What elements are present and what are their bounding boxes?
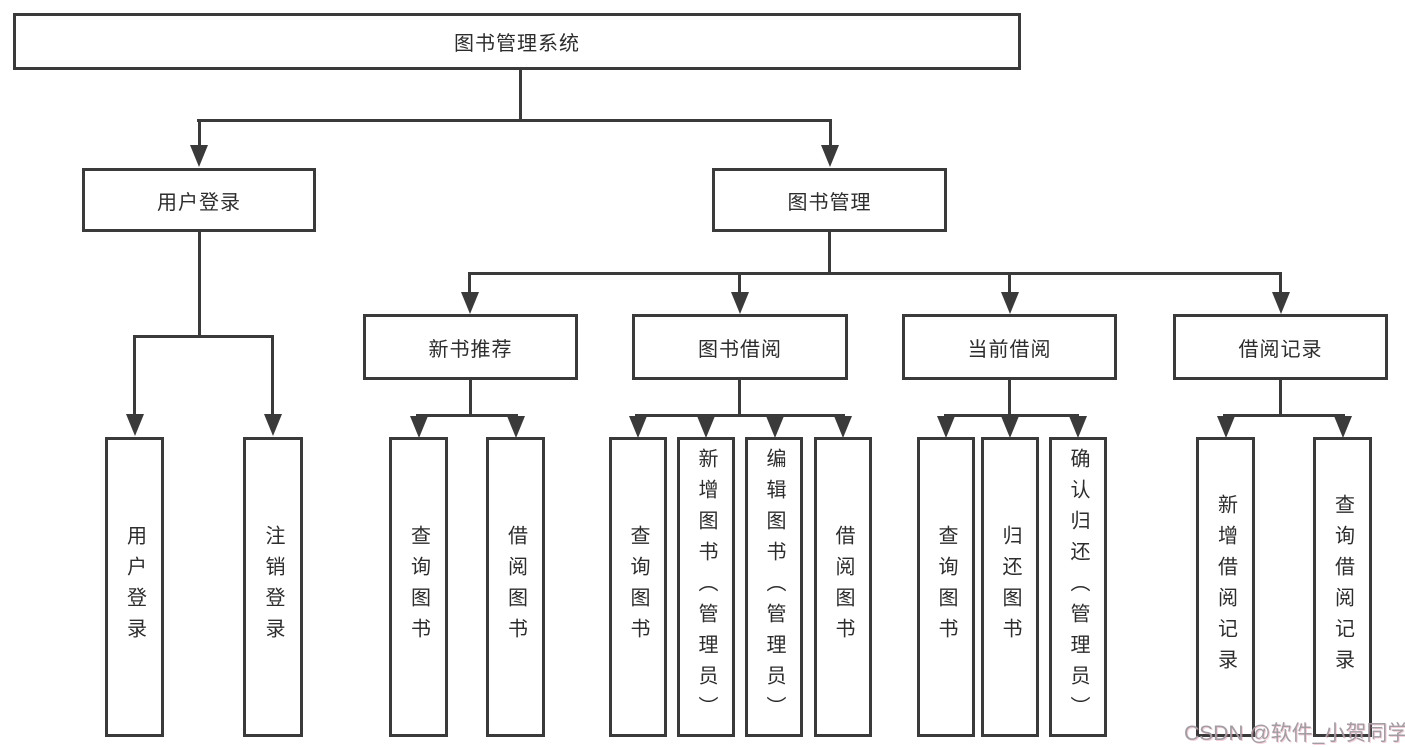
node-book-borrow-label: 图书借阅	[698, 338, 782, 361]
node-borrow-records-label: 借阅记录	[1238, 338, 1323, 361]
connector-line	[133, 335, 274, 338]
arrowhead-down-icon	[507, 416, 525, 438]
connector-line	[944, 414, 1079, 417]
leaf-cb-return-books-label: 归还图书	[999, 525, 1021, 649]
arrowhead-down-icon	[264, 414, 282, 436]
connector-line	[738, 272, 741, 294]
connector-line	[738, 380, 741, 416]
node-current-borrow: 当前借阅	[902, 314, 1117, 380]
leaf-bb-query-books: 查询图书	[609, 437, 667, 737]
leaf-bb-borrow-books-label: 借阅图书	[832, 525, 854, 649]
leaf-nbr-borrow-books: 借阅图书	[486, 437, 545, 737]
csdn-watermark: CSDN @软件_小贺同学	[1184, 722, 1405, 745]
arrowhead-down-icon	[834, 416, 852, 438]
node-book-management-label: 图书管理	[787, 191, 872, 214]
arrowhead-down-icon	[821, 145, 839, 167]
connector-line	[1279, 272, 1282, 294]
connector-line	[271, 335, 274, 415]
node-root-label: 图书管理系统	[454, 33, 580, 55]
leaf-logout: 注销登录	[243, 437, 303, 737]
leaf-bb-add-books-label: 新增图书（管理员）	[695, 447, 717, 727]
connector-line	[829, 119, 832, 147]
arrowhead-down-icon	[1001, 416, 1019, 438]
leaf-cb-query-books-label: 查询图书	[935, 525, 957, 649]
connector-line	[133, 335, 136, 415]
arrowhead-down-icon	[697, 416, 715, 438]
leaf-bb-edit-books-label: 编辑图书（管理员）	[763, 447, 785, 727]
node-user-login: 用户登录	[82, 168, 316, 232]
leaf-bb-borrow-books: 借阅图书	[814, 437, 872, 737]
connector-line	[416, 414, 518, 417]
arrowhead-down-icon	[1334, 416, 1352, 438]
leaf-user-login: 用户登录	[105, 437, 164, 737]
leaf-br-add-record: 新增借阅记录	[1196, 437, 1255, 737]
arrowhead-down-icon	[1217, 416, 1235, 438]
node-borrow-records: 借阅记录	[1173, 314, 1388, 380]
leaf-logout-label: 注销登录	[262, 525, 284, 649]
leaf-br-query-record: 查询借阅记录	[1313, 437, 1372, 737]
connector-line	[1279, 380, 1282, 416]
leaf-nbr-query-books-label: 查询图书	[407, 525, 430, 649]
node-root: 图书管理系统	[13, 13, 1021, 70]
connector-line	[198, 119, 201, 147]
connector-line	[1008, 272, 1011, 294]
arrowhead-down-icon	[1272, 292, 1290, 314]
leaf-cb-return-books: 归还图书	[981, 437, 1039, 737]
arrowhead-down-icon	[1001, 292, 1019, 314]
connector-line	[198, 232, 201, 338]
node-new-book-recommend: 新书推荐	[363, 314, 578, 380]
connector-line	[197, 119, 832, 122]
connector-line	[635, 414, 845, 417]
node-current-borrow-label: 当前借阅	[967, 338, 1052, 361]
connector-line	[1223, 414, 1345, 417]
arrowhead-down-icon	[410, 416, 428, 438]
arrowhead-down-icon	[461, 292, 479, 314]
connector-line	[469, 380, 472, 416]
arrowhead-down-icon	[126, 414, 144, 436]
connector-line	[519, 70, 522, 122]
leaf-nbr-query-books: 查询图书	[389, 437, 448, 737]
leaf-bb-add-books: 新增图书（管理员）	[677, 437, 735, 737]
leaf-cb-query-books: 查询图书	[917, 437, 975, 737]
connector-line	[828, 232, 831, 275]
node-user-login-label: 用户登录	[157, 191, 241, 214]
leaf-bb-query-books-label: 查询图书	[627, 525, 649, 649]
arrowhead-down-icon	[937, 416, 955, 438]
arrowhead-down-icon	[629, 416, 647, 438]
connector-line	[468, 272, 471, 294]
leaf-nbr-borrow-books-label: 借阅图书	[504, 525, 527, 649]
node-book-management: 图书管理	[712, 168, 947, 232]
arrowhead-down-icon	[1069, 416, 1087, 438]
leaf-bb-edit-books: 编辑图书（管理员）	[745, 437, 803, 737]
leaf-cb-confirm-return: 确认归还（管理员）	[1049, 437, 1107, 737]
leaf-user-login-label: 用户登录	[123, 525, 146, 649]
connector-line	[1008, 380, 1011, 416]
leaf-cb-confirm-return-label: 确认归还（管理员）	[1067, 447, 1089, 727]
arrowhead-down-icon	[766, 416, 784, 438]
leaf-br-add-record-label: 新增借阅记录	[1214, 494, 1237, 680]
connector-line	[469, 272, 1282, 275]
leaf-br-query-record-label: 查询借阅记录	[1331, 494, 1354, 680]
node-book-borrow: 图书借阅	[632, 314, 848, 380]
arrowhead-down-icon	[190, 145, 208, 167]
node-new-book-recommend-label: 新书推荐	[428, 338, 513, 361]
arrowhead-down-icon	[731, 292, 749, 314]
